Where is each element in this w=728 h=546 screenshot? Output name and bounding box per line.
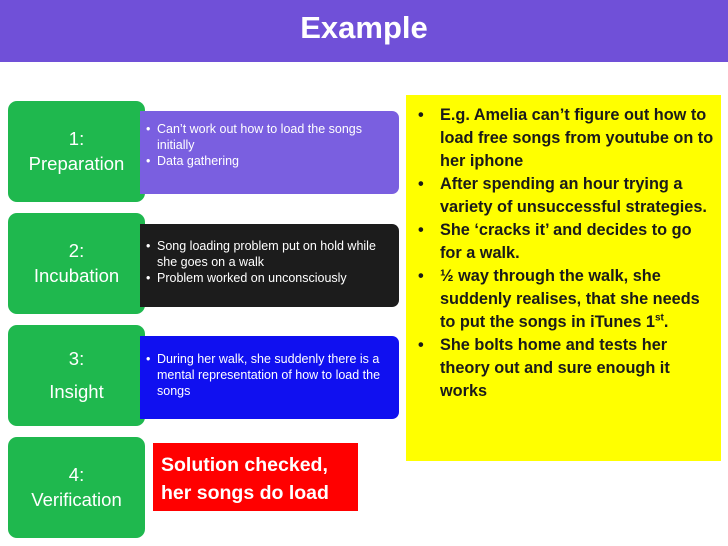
period: .	[663, 313, 669, 331]
solution-line: Solution checked,	[161, 454, 328, 476]
example-bullet: E.g. Amelia can’t figure out how to load…	[406, 104, 721, 173]
example-bullet: ½ way through the walk, she suddenly rea…	[406, 265, 721, 334]
example-bullet: She bolts home and tests her theory out …	[406, 334, 721, 403]
solution-box: Solution checked, her songs do load	[153, 443, 358, 511]
example-bullet: She ‘cracks it’ and decides to go for a …	[406, 219, 721, 265]
stage-number: 1:	[68, 128, 85, 150]
stage-name: Preparation	[28, 152, 125, 174]
detail-bullet: During her walk, she suddenly there is a…	[146, 351, 387, 399]
stage-verification: 4: Verification	[8, 437, 145, 538]
detail-bullet: Problem worked on unconsciously	[146, 270, 387, 286]
detail-incubation: Song loading problem put on hold while s…	[140, 224, 399, 307]
title-banner	[0, 0, 728, 62]
superscript: st	[654, 312, 664, 324]
detail-insight: During her walk, she suddenly there is a…	[140, 336, 399, 419]
example-bullet-text: ½ way through the walk, she suddenly rea…	[440, 267, 700, 331]
stage-number: 3:	[68, 348, 85, 370]
stage-number: 2:	[68, 240, 85, 262]
detail-bullet: Can’t work out how to load the songs ini…	[146, 121, 387, 153]
stage-preparation: 1: Preparation	[8, 101, 145, 202]
detail-bullet: Song loading problem put on hold while s…	[146, 238, 387, 270]
page-title: Example	[300, 10, 428, 45]
stage-name: Verification	[31, 488, 122, 510]
example-panel: E.g. Amelia can’t figure out how to load…	[406, 95, 721, 461]
example-bullet: After spending an hour trying a variety …	[406, 173, 721, 219]
stage-name: Incubation	[33, 264, 120, 286]
detail-bullet: Data gathering	[146, 153, 387, 169]
stage-incubation: 2: Incubation	[8, 213, 145, 314]
stage-insight: 3: Insight	[8, 325, 145, 426]
stage-name: Insight	[49, 380, 104, 402]
detail-preparation: Can’t work out how to load the songs ini…	[140, 111, 399, 194]
solution-line: her songs do load	[161, 482, 329, 504]
stage-number: 4:	[68, 464, 85, 486]
